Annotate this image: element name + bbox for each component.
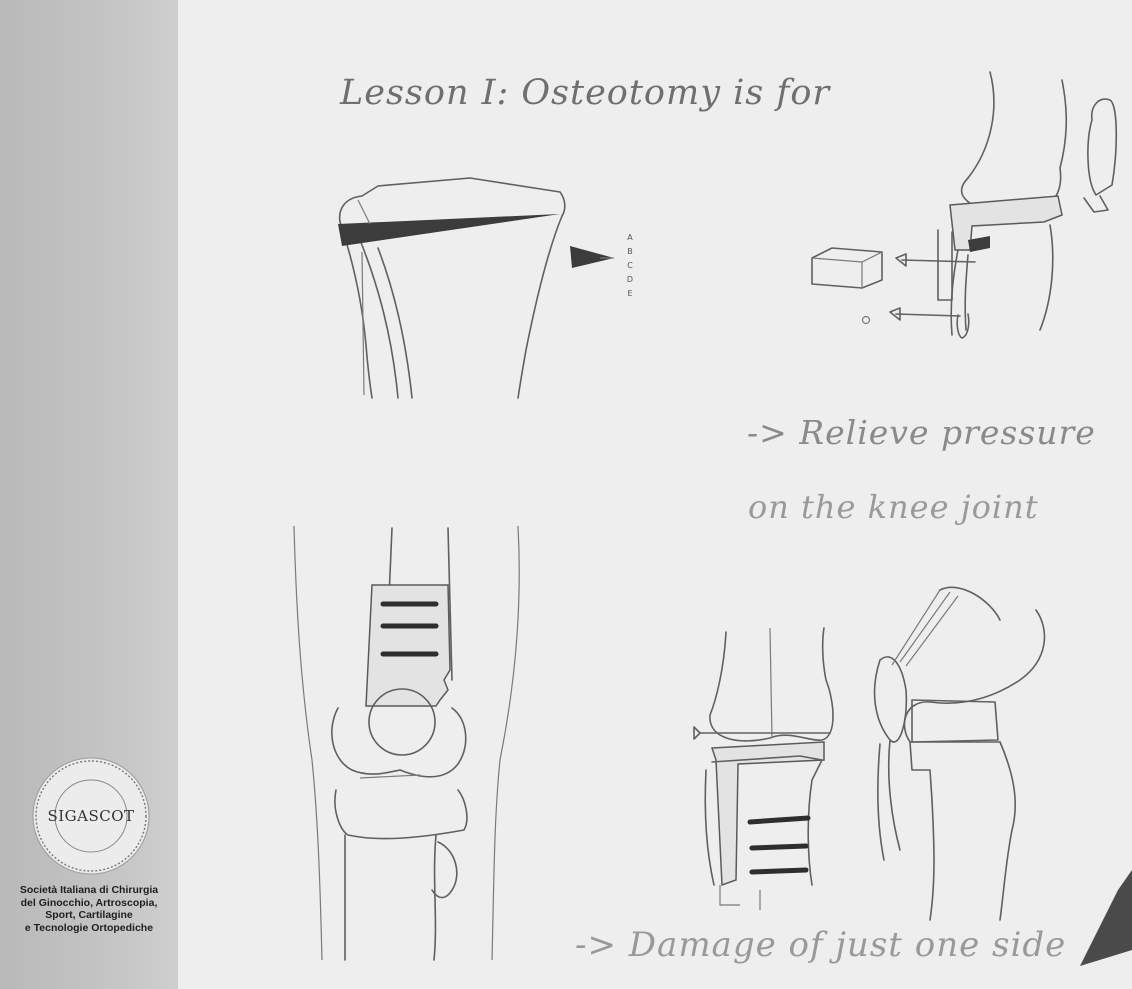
lateral-knee-illustration xyxy=(812,72,1116,338)
point-one-side-damage: -> Damage of just one side xyxy=(575,925,1066,965)
wedge-scale-letter: C xyxy=(625,259,635,273)
wedge-scale-letter: A xyxy=(625,231,635,245)
tibia-wedge-illustration xyxy=(338,178,614,398)
point-relieve-pressure: -> Relieve pressure xyxy=(747,413,1096,452)
wedge-scale: A B C D E xyxy=(625,231,635,301)
society-line: Società Italiana di Chirurgia xyxy=(0,884,178,897)
point-knee-joint: on the knee joint xyxy=(748,488,1039,526)
society-line: Sport, Cartilagine xyxy=(0,909,178,922)
wedge-scale-letter: D xyxy=(625,273,635,287)
wedge-scale-letter: B xyxy=(625,245,635,259)
wedge-scale-letter: E xyxy=(625,287,635,301)
logo-name: SIGASCOT xyxy=(34,807,148,825)
lateral-knee-2-illustration xyxy=(875,587,1045,920)
ap-knee-plate-illustration xyxy=(294,526,519,960)
society-line: del Ginocchio, Artroscopia, xyxy=(0,897,178,910)
society-name: Società Italiana di Chirurgia del Ginocc… xyxy=(0,884,178,934)
society-line: e Tecnologie Ortopediche xyxy=(0,922,178,935)
slide-title: Lesson I: Osteotomy is for xyxy=(340,73,830,113)
corner-decoration-icon xyxy=(1080,870,1132,966)
ap-tibia-plate-illustration xyxy=(694,628,833,910)
